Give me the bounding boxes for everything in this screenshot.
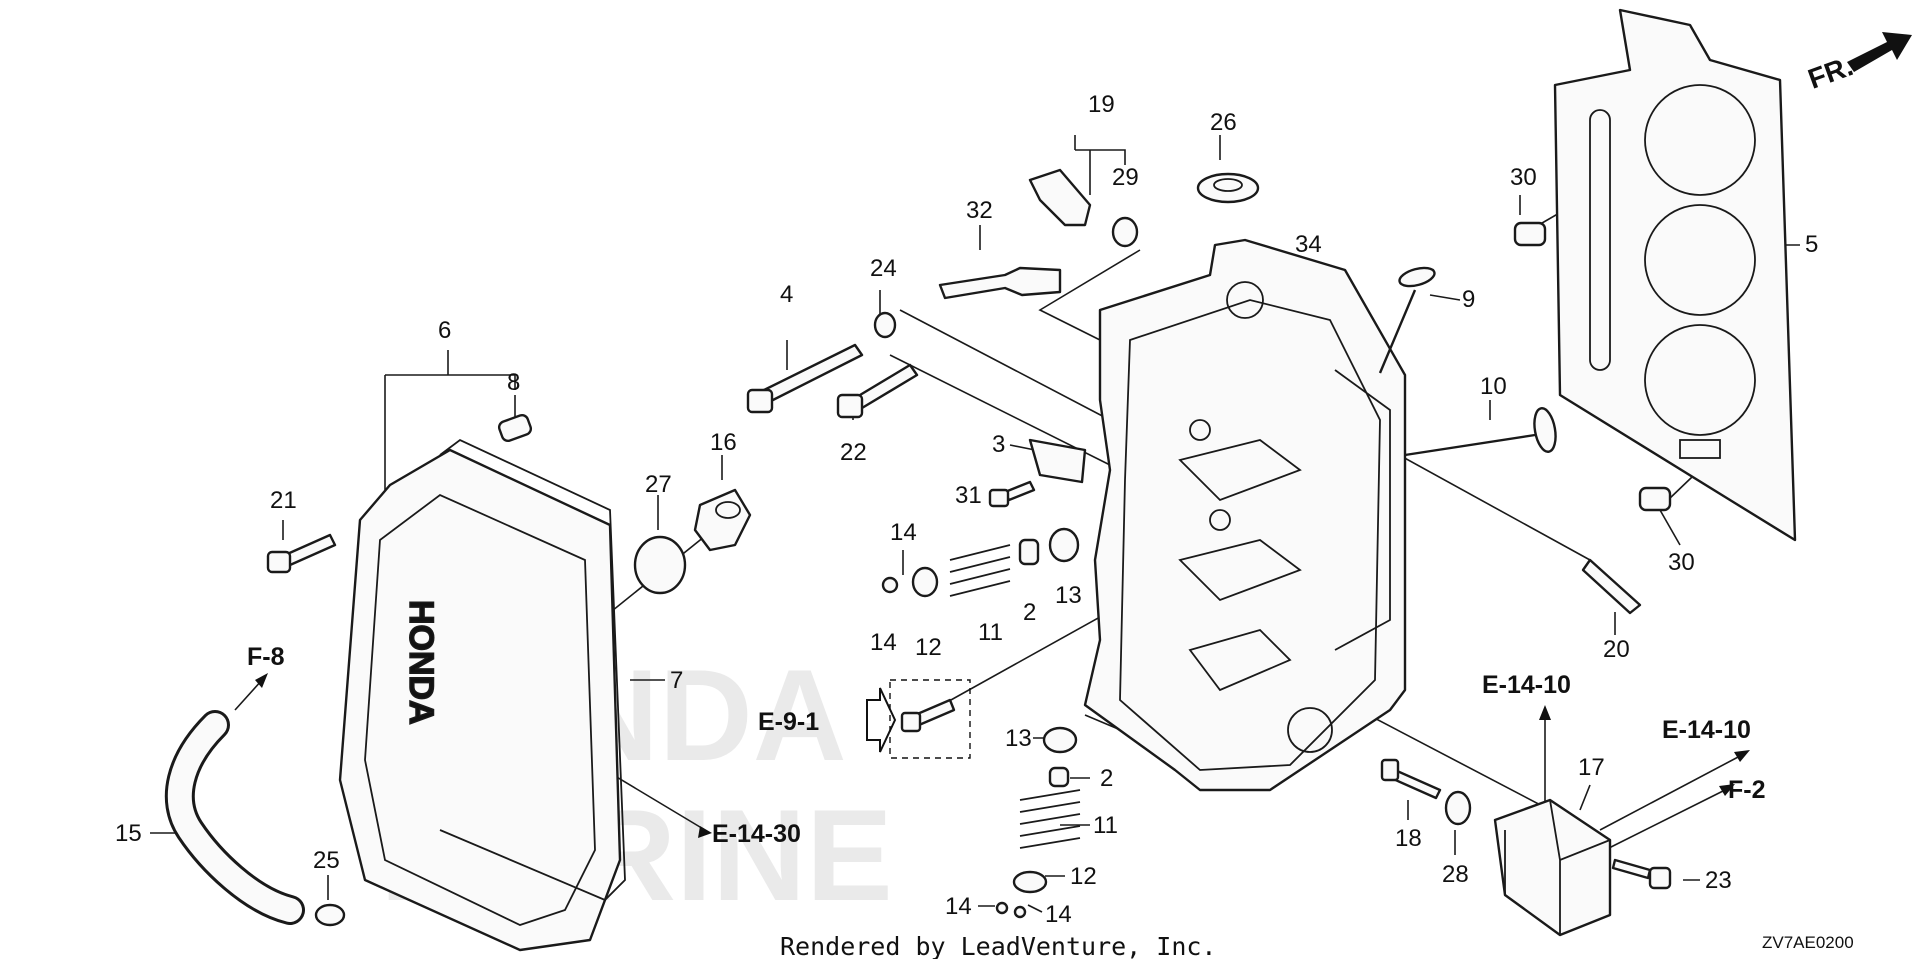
bolt-23	[1611, 858, 1672, 890]
callout-12-lower[interactable]: 12	[1070, 863, 1097, 890]
dowel-pin-30-lower	[1638, 486, 1672, 512]
callout-13-upper[interactable]: 13	[1055, 582, 1082, 609]
callout-18[interactable]: 18	[1395, 825, 1422, 852]
callout-8[interactable]: 8	[507, 369, 520, 396]
callout-30-upper[interactable]: 30	[1510, 164, 1537, 191]
callout-6[interactable]: 6	[438, 317, 451, 344]
callout-2-upper[interactable]: 2	[1023, 599, 1036, 626]
callout-28[interactable]: 28	[1442, 861, 1469, 888]
callout-11-lower[interactable]: 11	[1093, 812, 1118, 839]
callout-17[interactable]: 17	[1578, 754, 1605, 781]
valve-train-lower	[995, 726, 1081, 919]
callout-23[interactable]: 23	[1705, 867, 1732, 894]
callout-30-lower[interactable]: 30	[1668, 549, 1695, 576]
bolt-22	[836, 363, 919, 419]
callout-12-upper[interactable]: 12	[915, 634, 942, 661]
callout-13-lower[interactable]: 13	[1005, 725, 1032, 752]
callout-14-lower-b[interactable]: 14	[1045, 901, 1072, 928]
fuel-pump-17	[1493, 798, 1612, 937]
dowel-pin-30-upper	[1513, 221, 1547, 247]
diagram-code: ZV7AE0200	[1762, 933, 1854, 952]
ref-f8[interactable]: F-8	[247, 643, 285, 671]
oil-seal-26	[1196, 172, 1260, 204]
dowel-8	[497, 413, 533, 443]
cylinder-head-34	[1083, 238, 1407, 792]
callout-7[interactable]: 7	[670, 667, 683, 694]
callout-14-lower-a[interactable]: 14	[945, 893, 972, 920]
callout-5[interactable]: 5	[1805, 231, 1818, 258]
part-callouts: 19 29 26 32 24 4 22 34 9 30 5 10 30 20 6…	[115, 91, 1818, 928]
front-direction-indicator: FR.	[1804, 32, 1912, 95]
callout-19[interactable]: 19	[1088, 91, 1115, 118]
callout-22[interactable]: 22	[840, 439, 867, 466]
callout-10[interactable]: 10	[1480, 373, 1507, 400]
ref-e91[interactable]: E-9-1	[758, 708, 819, 736]
cover-gasket-7	[439, 438, 626, 902]
front-direction-label: FR.	[1804, 50, 1857, 95]
bolt-31	[988, 480, 1036, 508]
valve-10	[1404, 407, 1557, 457]
bolt-21	[266, 533, 337, 574]
callout-27[interactable]: 27	[645, 471, 672, 498]
ref-e1430[interactable]: E-14-30	[712, 820, 801, 848]
cylinder-head-cover-6: HONDA	[338, 448, 622, 952]
o-ring-27	[633, 535, 687, 595]
reference-labels: F-8 E-9-1 E-14-30 E-14-10 E-14-10 F-2	[247, 643, 1766, 848]
bolt-18	[1380, 758, 1442, 800]
callout-4[interactable]: 4	[780, 281, 793, 308]
valve-9	[1378, 266, 1436, 374]
callout-25[interactable]: 25	[313, 847, 340, 874]
callout-32[interactable]: 32	[966, 197, 993, 224]
cover-logo: HONDA	[402, 600, 440, 725]
hose-clip-25	[314, 903, 346, 927]
bolt-4	[746, 343, 864, 414]
callout-26[interactable]: 26	[1210, 109, 1237, 136]
callout-2-lower[interactable]: 2	[1100, 765, 1113, 792]
o-ring-28	[1444, 790, 1472, 826]
callout-3[interactable]: 3	[992, 431, 1005, 458]
callout-14-upper-b[interactable]: 14	[870, 629, 897, 656]
head-gasket-5	[1553, 8, 1797, 542]
callout-9[interactable]: 9	[1462, 286, 1475, 313]
spark-plug-32	[938, 266, 1062, 300]
stud-bolt-20	[1581, 558, 1642, 615]
callout-34[interactable]: 34	[1295, 231, 1322, 258]
callout-31[interactable]: 31	[955, 482, 982, 509]
filler-cap-16	[693, 488, 752, 552]
callout-24[interactable]: 24	[870, 255, 897, 282]
callout-14-upper[interactable]: 14	[890, 519, 917, 546]
callout-21[interactable]: 21	[270, 487, 297, 514]
rendered-by-credit: Rendered by LeadVenture, Inc.	[780, 932, 1217, 959]
callout-15[interactable]: 15	[115, 820, 142, 847]
temp-sensor-19	[1028, 168, 1139, 248]
ref-f2[interactable]: F-2	[1728, 776, 1766, 804]
valve-train-upper	[881, 527, 1080, 598]
callout-11-upper[interactable]: 11	[978, 619, 1003, 646]
ref-e1410-right[interactable]: E-14-10	[1662, 716, 1751, 744]
callout-20[interactable]: 20	[1603, 636, 1630, 663]
ref-e1410-upper[interactable]: E-14-10	[1482, 671, 1571, 699]
washer-24	[873, 311, 897, 339]
breather-tube-15	[164, 710, 305, 925]
callout-29[interactable]: 29	[1112, 164, 1139, 191]
plate-3	[1028, 438, 1087, 484]
bolt-e91	[900, 698, 956, 733]
callout-16[interactable]: 16	[710, 429, 737, 456]
